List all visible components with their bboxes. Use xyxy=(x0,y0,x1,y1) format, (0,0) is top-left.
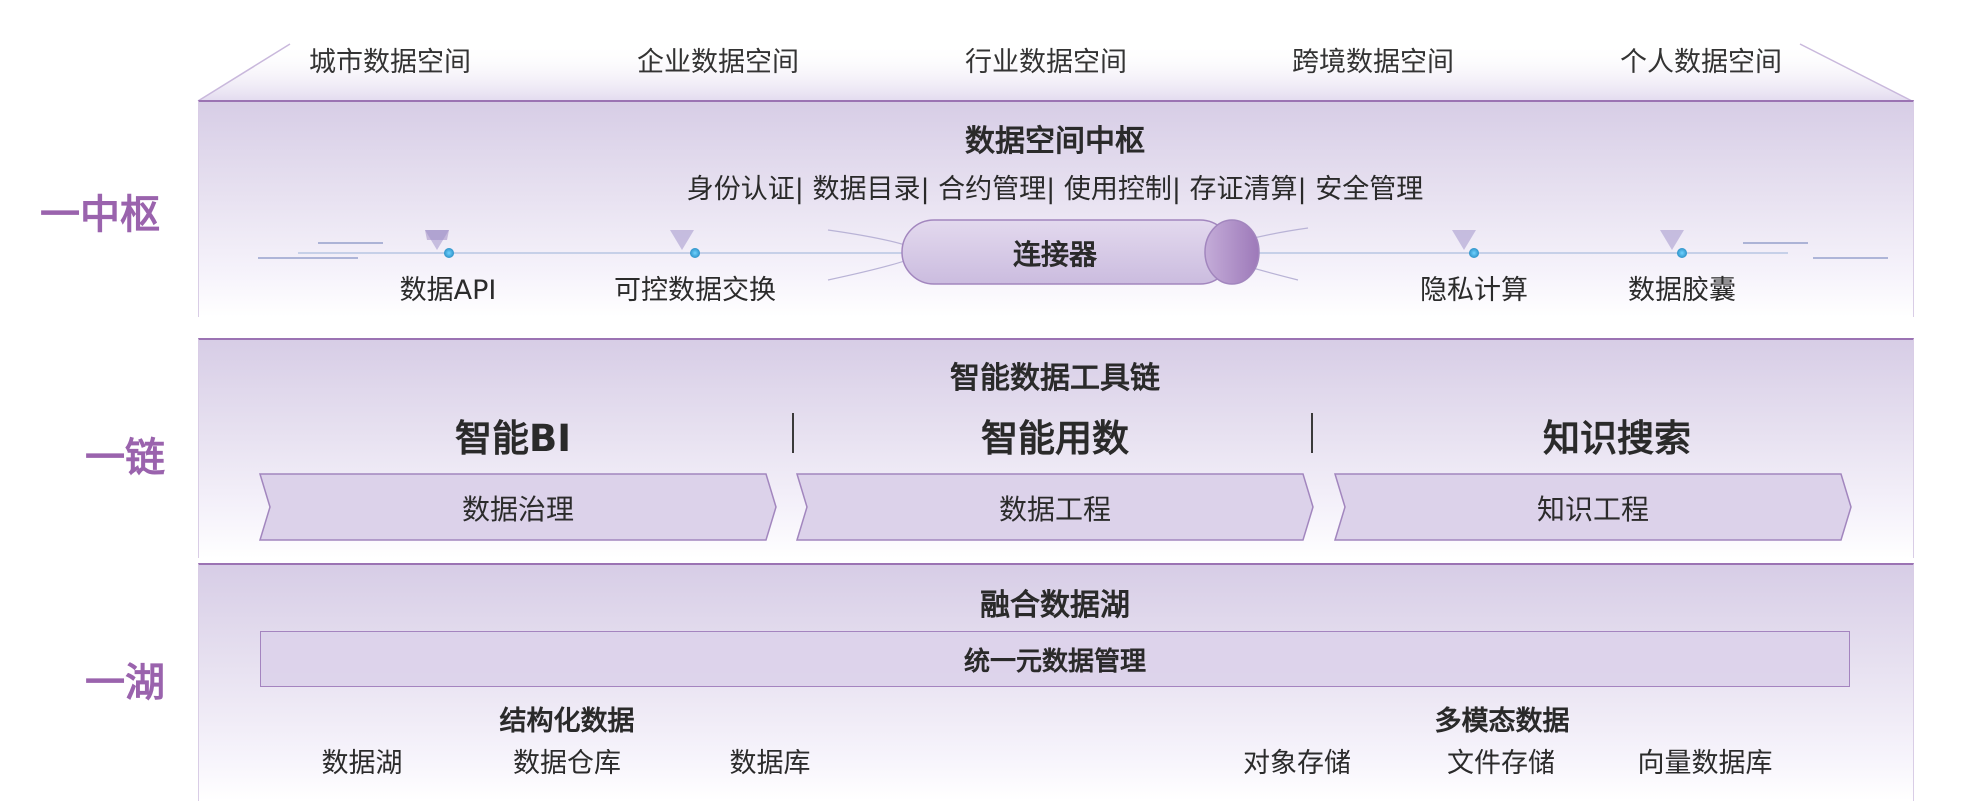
hub-network-graphic xyxy=(258,219,1888,285)
chain-item-smart-use: 智能用数 xyxy=(981,417,1129,460)
structured-item-lake: 数据湖 xyxy=(321,748,403,779)
arrow-label-engineering: 数据工程 xyxy=(998,493,1112,526)
top-space-city: 城市数据空间 xyxy=(309,47,471,78)
arrow-label-governance: 数据治理 xyxy=(461,493,575,526)
chain-arrows-graphic xyxy=(258,473,1852,541)
chain-title: 智能数据工具链 xyxy=(950,361,1160,396)
multimodal-title: 多模态数据 xyxy=(1434,706,1570,737)
metadata-bar: 统一元数据管理 xyxy=(260,631,1850,687)
node-marker-exchange xyxy=(670,230,700,258)
arrow-shape-knowledge xyxy=(1333,473,1852,541)
node-marker-api xyxy=(425,230,454,258)
label-lake: 一湖 xyxy=(85,660,165,706)
multimodal-item-object: 对象存储 xyxy=(1243,748,1351,779)
chain-item-bi: 智能BI xyxy=(455,417,571,460)
chain-item-knowledge-search: 知识搜索 xyxy=(1543,417,1691,460)
arrow-label-knowledge: 知识工程 xyxy=(1536,493,1650,526)
top-space-industry: 行业数据空间 xyxy=(965,47,1127,78)
structured-title: 结构化数据 xyxy=(499,706,635,737)
node-capsule-label: 数据胶囊 xyxy=(1628,275,1736,306)
multimodal-item-vector: 向量数据库 xyxy=(1637,748,1773,779)
hub-functions: 身份认证| 数据目录| 合约管理| 使用控制| 存证清算| 安全管理 xyxy=(686,174,1424,205)
connector-cylinder xyxy=(901,219,1260,285)
roof-graphic xyxy=(197,43,1913,102)
node-exchange-label: 可控数据交换 xyxy=(614,275,776,306)
arrow-shape-governance xyxy=(258,473,777,541)
node-privacy-label: 隐私计算 xyxy=(1420,275,1528,306)
node-api-label: 数据API xyxy=(399,275,497,306)
structured-item-database: 数据库 xyxy=(729,748,811,779)
top-space-personal: 个人数据空间 xyxy=(1620,47,1782,78)
node-marker-privacy xyxy=(1452,230,1479,258)
top-space-crossborder: 跨境数据空间 xyxy=(1292,47,1454,78)
hub-title: 数据空间中枢 xyxy=(965,124,1145,159)
multimodal-item-file: 文件存储 xyxy=(1447,748,1555,779)
label-hub: 一中枢 xyxy=(40,192,160,238)
arrow-shape-engineering xyxy=(795,473,1314,541)
node-marker-capsule xyxy=(1660,230,1687,258)
connector-label: 连接器 xyxy=(1012,238,1098,271)
structured-item-warehouse: 数据仓库 xyxy=(513,748,621,779)
lake-title: 融合数据湖 xyxy=(980,588,1130,623)
top-space-enterprise: 企业数据空间 xyxy=(637,47,799,78)
chain-separator xyxy=(1311,413,1313,453)
label-chain: 一链 xyxy=(85,435,165,481)
chain-separator xyxy=(792,413,794,453)
